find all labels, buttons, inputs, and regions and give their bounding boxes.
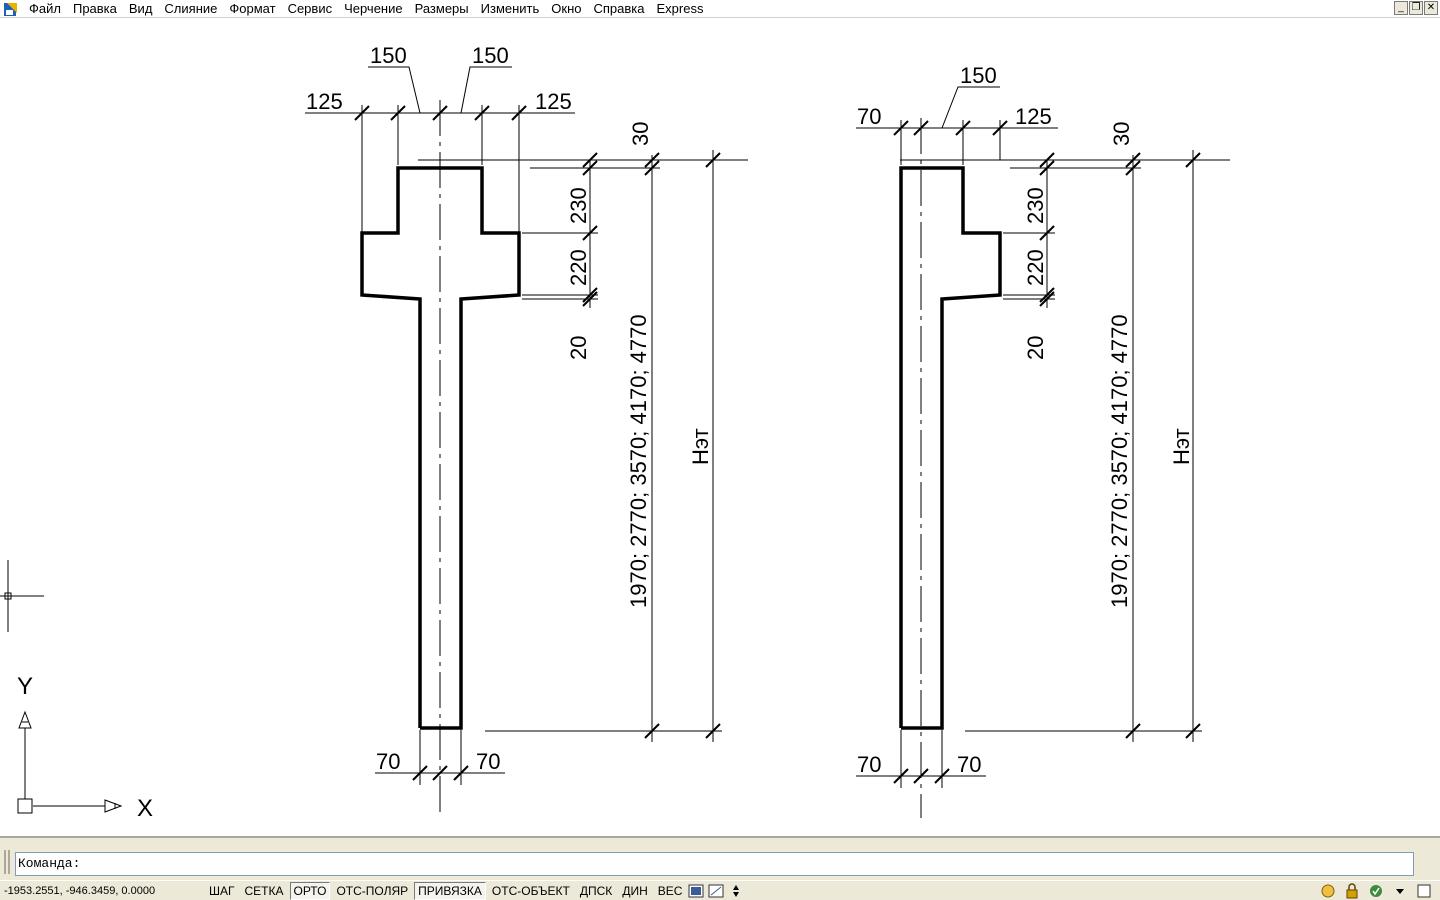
menu-file[interactable]: Файл bbox=[29, 0, 61, 16]
left-top-dim-150a: 150 bbox=[370, 43, 407, 68]
lineweight-toggle[interactable]: ВЕС bbox=[653, 881, 687, 900]
right-bottom-dim-70b: 70 bbox=[957, 752, 981, 777]
dyn-toggle[interactable]: ДИН bbox=[618, 881, 652, 900]
scroll-arrows-icon[interactable] bbox=[728, 883, 744, 899]
left-top-dim-125b: 125 bbox=[535, 89, 572, 114]
left-bottom-ext-lines bbox=[419, 730, 462, 785]
right-bottom-ticks bbox=[893, 768, 950, 784]
right-top-ticks bbox=[893, 120, 1008, 136]
left-right-ticks bbox=[582, 152, 721, 739]
object-tracking-toggle[interactable]: ОТС-ОБЪЕКТ bbox=[487, 881, 574, 900]
left-top-dim-125a: 125 bbox=[306, 89, 343, 114]
trust-status-icon[interactable] bbox=[1368, 883, 1384, 899]
left-leader-150a bbox=[368, 66, 421, 114]
status-bar: -1953.2551, -946.3459, 0.0000 ШАГ СЕТКА … bbox=[0, 880, 1440, 900]
status-menu-arrow-icon[interactable] bbox=[1392, 883, 1408, 899]
right-leader-150 bbox=[941, 86, 1000, 129]
menu-view[interactable]: Вид bbox=[128, 0, 153, 16]
right-top-dim-150: 150 bbox=[960, 63, 997, 88]
right-height-label: 1970; 2770; 3570; 4170; 4770 bbox=[1107, 314, 1132, 608]
osnap-toggle[interactable]: ПРИВЯЗКА bbox=[414, 881, 486, 900]
snap-toggle[interactable]: ШАГ bbox=[205, 881, 239, 900]
menu-express[interactable]: Express bbox=[656, 0, 704, 16]
left-top-ext-lines bbox=[361, 105, 520, 232]
right-top-ext-lines bbox=[900, 120, 1001, 165]
left-dim-30: 30 bbox=[628, 122, 653, 146]
menu-dimension[interactable]: Размеры bbox=[414, 0, 469, 16]
drawing-canvas[interactable]: 125 150 150 125 30 230 220 20 1970; 2770… bbox=[0, 19, 1440, 835]
left-dim-230: 230 bbox=[566, 187, 591, 224]
menu-bar: Файл Правка Вид Слияние Формат Сервис Че… bbox=[0, 0, 1440, 18]
clean-screen-icon[interactable] bbox=[1416, 883, 1432, 899]
right-right-ticks bbox=[1039, 152, 1201, 739]
polar-tracking-toggle[interactable]: ОТС-ПОЛЯР bbox=[332, 881, 413, 900]
ucs-x-label: X bbox=[137, 795, 153, 822]
right-dim-20: 20 bbox=[1023, 336, 1048, 360]
ucs-y-label: Y bbox=[17, 673, 33, 700]
menu-edit[interactable]: Правка bbox=[72, 0, 117, 16]
right-top-dim-125: 125 bbox=[1015, 104, 1052, 129]
crosshair-cursor-icon bbox=[0, 560, 44, 632]
ducs-toggle[interactable]: ДПСК bbox=[575, 881, 617, 900]
command-input[interactable]: Команда: bbox=[15, 852, 1414, 876]
left-leader-150b bbox=[460, 66, 512, 114]
model-space-icon[interactable] bbox=[688, 883, 704, 899]
left-top-ticks bbox=[354, 105, 527, 121]
menu-format[interactable]: Формат bbox=[229, 0, 276, 16]
right-top-dim-70: 70 bbox=[857, 104, 881, 129]
communication-center-icon[interactable] bbox=[1320, 883, 1336, 899]
lock-icon[interactable] bbox=[1344, 883, 1360, 899]
minimize-button[interactable]: _ bbox=[1394, 1, 1408, 15]
left-floor-label: Нэт bbox=[688, 428, 713, 465]
restore-button[interactable]: ❐ bbox=[1409, 1, 1423, 15]
menu-modify[interactable]: Изменить bbox=[480, 0, 540, 16]
autocad-app-icon[interactable] bbox=[3, 1, 19, 17]
left-bottom-ticks bbox=[412, 765, 469, 781]
coordinates-readout: -1953.2551, -946.3459, 0.0000 bbox=[4, 884, 156, 897]
menu-draw[interactable]: Черчение bbox=[344, 0, 403, 16]
right-bottom-ext-lines bbox=[900, 730, 943, 788]
command-area: Команда: bbox=[0, 836, 1440, 880]
left-bottom-dim-70a: 70 bbox=[376, 749, 400, 774]
right-bottom-dim-70a: 70 bbox=[857, 752, 881, 777]
status-tray bbox=[1320, 883, 1436, 899]
menu-merge[interactable]: Слияние bbox=[164, 0, 218, 16]
ucs-icon bbox=[17, 710, 123, 814]
right-floor-label: Нэт bbox=[1169, 428, 1194, 465]
left-height-label: 1970; 2770; 3570; 4170; 4770 bbox=[626, 314, 651, 608]
right-dim-30: 30 bbox=[1109, 122, 1134, 146]
window-controls: _ ❐ ✕ bbox=[1394, 1, 1438, 15]
right-dim-230: 230 bbox=[1023, 187, 1048, 224]
menu-window[interactable]: Окно bbox=[551, 0, 582, 16]
close-button[interactable]: ✕ bbox=[1424, 1, 1438, 15]
left-column-outline bbox=[360, 166, 521, 730]
menu-tools[interactable]: Сервис bbox=[287, 0, 333, 16]
left-dim-220: 220 bbox=[566, 249, 591, 286]
grid-toggle[interactable]: СЕТКА bbox=[240, 881, 288, 900]
right-dim-220: 220 bbox=[1023, 249, 1048, 286]
drawing-svg: 125 150 150 125 30 230 220 20 1970; 2770… bbox=[0, 43, 1230, 822]
command-grip-handle[interactable] bbox=[4, 850, 10, 874]
left-bottom-dim-70b: 70 bbox=[476, 749, 500, 774]
left-dim-20: 20 bbox=[566, 336, 591, 360]
ortho-toggle[interactable]: ОРТО bbox=[289, 881, 331, 900]
right-column-outline bbox=[899, 166, 1002, 730]
left-top-dim-150b: 150 bbox=[472, 43, 509, 68]
menu-help[interactable]: Справка bbox=[593, 0, 645, 16]
layout-icon[interactable] bbox=[708, 883, 724, 899]
left-right-ext-lines bbox=[418, 159, 748, 732]
